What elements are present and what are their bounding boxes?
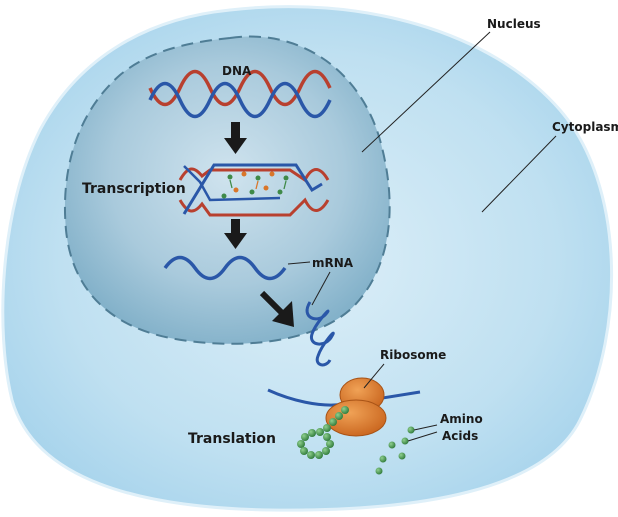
nucleus-label: Nucleus: [487, 17, 541, 31]
cytoplasm-label: Cytoplasm: [552, 120, 618, 134]
mrna-exiting-strand: [305, 301, 335, 367]
polypeptide-chain: [297, 406, 349, 459]
free-amino-acids: [375, 426, 415, 475]
mrna-strand: [163, 255, 287, 281]
dna-double-helix: [148, 69, 332, 119]
free-nucleotides: [221, 171, 289, 199]
amino-acids-leader-line: [413, 424, 438, 431]
transcription-bubble: [178, 163, 330, 217]
transcription-label: Transcription: [82, 181, 186, 197]
ribosome: [325, 377, 387, 437]
down-arrow-1: [224, 122, 247, 154]
amino-acids-leader-line-2: [407, 431, 438, 442]
nucleus-leader-line: [361, 31, 491, 153]
amino-acids-label-line2: Acids: [442, 429, 478, 443]
ribosome-leader-line: [363, 363, 385, 389]
ribosome-label: Ribosome: [380, 348, 446, 362]
amino-acids-label-line1: Amino: [440, 412, 483, 426]
mrna-exit-leader-line: [311, 271, 331, 306]
dna-label: DNA: [222, 64, 252, 78]
translation-label: Translation: [188, 431, 276, 447]
mrna-label: mRNA: [312, 256, 354, 270]
down-arrow-2: [224, 219, 247, 249]
diagonal-arrow: [259, 290, 294, 327]
mrna-leader-line: [287, 261, 311, 265]
cytoplasm-leader-line: [481, 135, 557, 213]
